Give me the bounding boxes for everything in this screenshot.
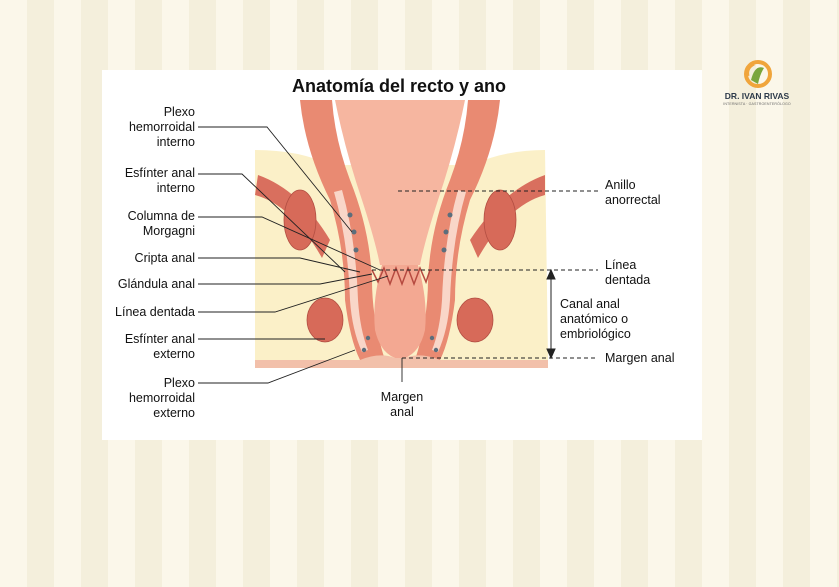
rectal-wall-left (300, 100, 385, 360)
perianal-skin (255, 355, 548, 368)
label-linea-dentada-right: Línea dentada (605, 258, 651, 287)
label-glandula-anal: Glándula anal (117, 277, 195, 291)
label-plexo-hemorroidal-interno: Plexo hemorroidal interno (128, 105, 195, 149)
leader-lines (198, 126, 403, 384)
dentate-zigzag (371, 265, 431, 287)
label-esfinter-anal-interno: Esfínter anal interno (124, 166, 195, 195)
hemorrhoid-plexus-dots (347, 212, 453, 353)
anal-canal (374, 265, 426, 358)
diagram-title: Anatomía del recto y ano (292, 76, 507, 96)
label-anillo-anorrectal: Anillo anorrectal (605, 178, 661, 207)
brand-name: DR. IVAN RIVAS (724, 91, 790, 101)
label-cripta-anal: Cripta anal (134, 251, 195, 265)
label-plexo-hemorroidal-externo: Plexo hemorroidal externo (128, 376, 195, 420)
reference-dashes (372, 190, 598, 359)
rectal-wall-right (415, 100, 500, 360)
rectal-lumen (335, 100, 465, 265)
label-canal-anal: Canal anal anatómico o embriológico (560, 297, 631, 341)
brand-subtitle: INTERNISTA · GASTROENTERÓLOGO (723, 102, 791, 106)
brand-logo-icon (744, 60, 772, 88)
label-linea-dentada-left: Línea dentada (115, 305, 195, 319)
label-columna-morgagni: Columna de Morgagni (127, 209, 195, 238)
internal-sphincter-right (432, 190, 466, 352)
external-sphincter-right (456, 189, 517, 343)
label-margen-anal-bottom: Margen anal (380, 390, 424, 419)
label-margen-anal-right: Margen anal (605, 351, 675, 365)
anal-canal-bracket (546, 268, 556, 360)
external-sphincter-left (283, 189, 344, 343)
internal-sphincter-left (334, 190, 368, 352)
label-esfinter-anal-externo: Esfínter anal externo (124, 332, 195, 361)
